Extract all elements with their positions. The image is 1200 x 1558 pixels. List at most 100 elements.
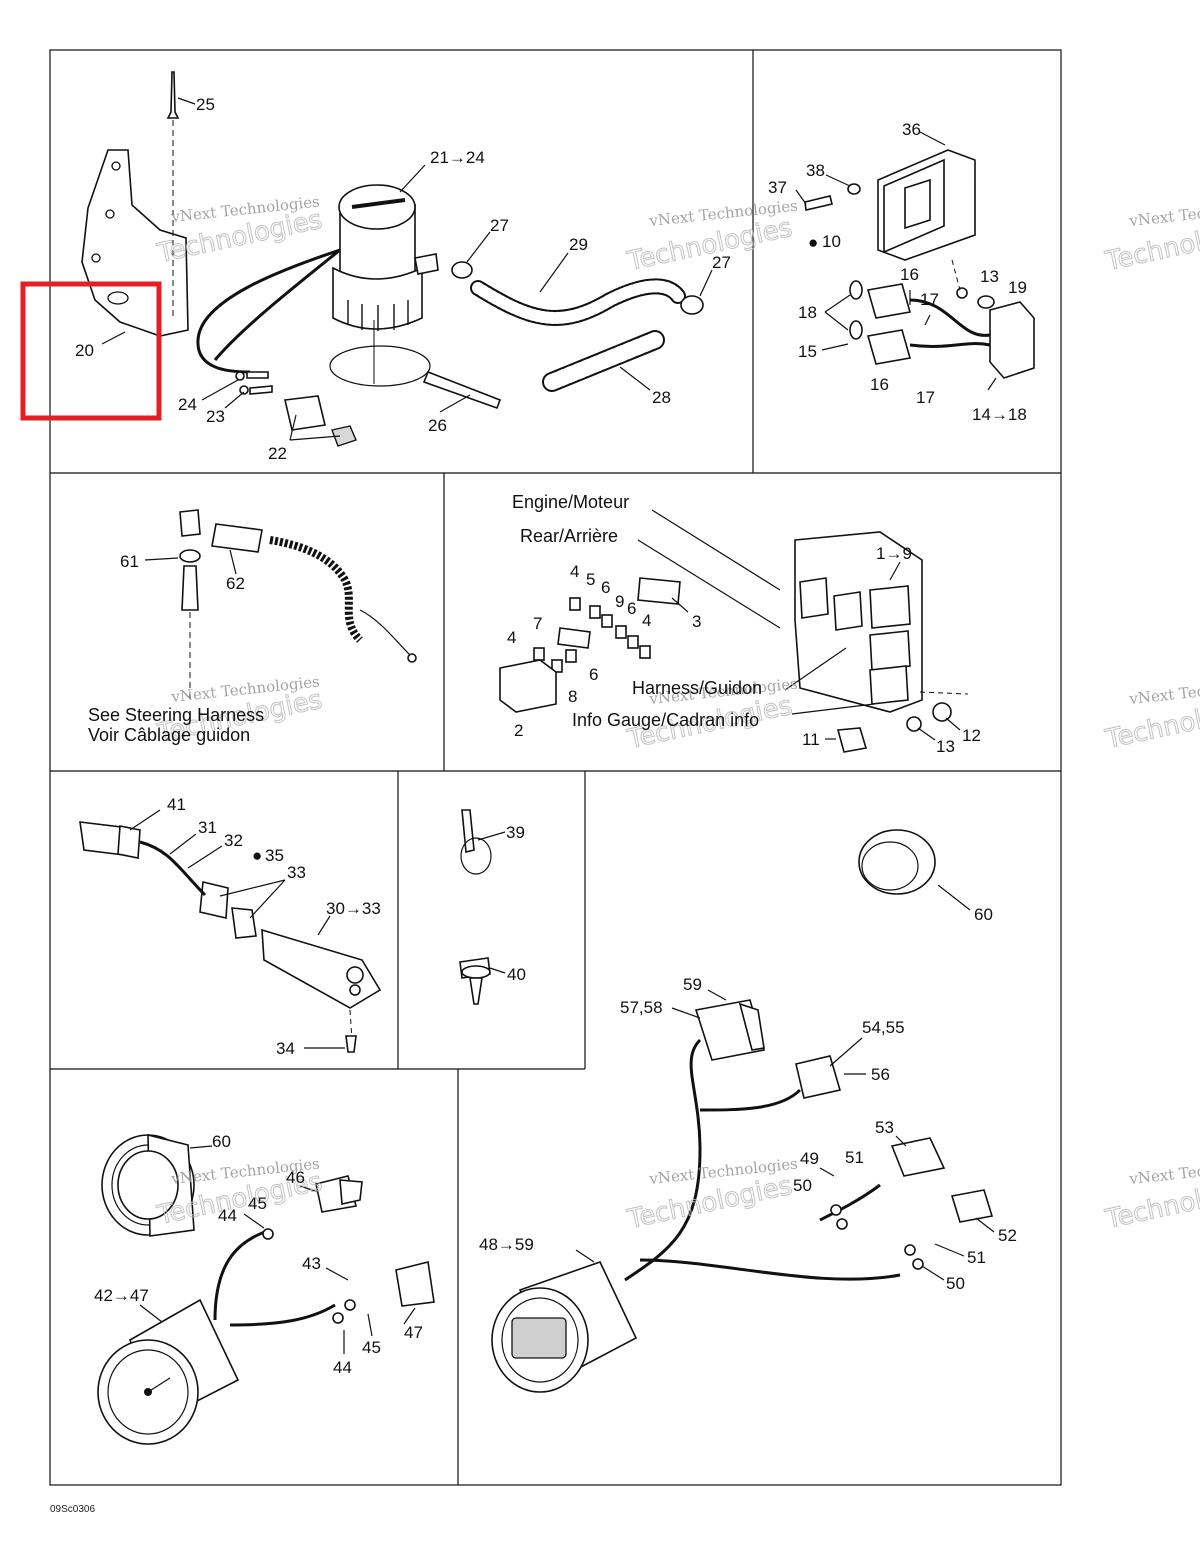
panel-mpem [499, 509, 969, 753]
callout-39: 39 [506, 823, 525, 842]
callout-51: 51 [845, 1148, 864, 1167]
callout-7: 7 [533, 614, 542, 633]
callout-46: 46 [286, 1168, 305, 1187]
bilge-pump-part-21-24 [332, 184, 439, 331]
callout-13: 13 [936, 737, 955, 756]
callout-11: 11 [802, 730, 820, 749]
callout-52: 52 [998, 1226, 1017, 1245]
callout-45: 45 [362, 1338, 381, 1357]
callout-33: 33 [287, 863, 306, 882]
callout-26: 26 [428, 416, 447, 435]
callout-1-9: 1→9 [876, 544, 912, 563]
highlight-box [20, 281, 162, 421]
callout-60: 60 [212, 1132, 231, 1151]
callout-5: 5 [586, 570, 595, 589]
callout-17: 17 [920, 290, 939, 309]
rivet-part-25 [166, 71, 180, 119]
callout-32: 32 [224, 831, 243, 850]
callout-60: 60 [974, 905, 993, 924]
callout-50: 50 [793, 1176, 812, 1195]
panel-lanyard [144, 509, 417, 700]
callout-30-33: 30→33 [326, 899, 381, 918]
info-gauge-note: Info Gauge/Cadran info [572, 710, 759, 730]
callout-29: 29 [569, 235, 588, 254]
callout-20: 20 [75, 341, 94, 360]
callout-40: 40 [507, 965, 526, 984]
callout-15: 15 [798, 342, 817, 361]
callout-36: 36 [902, 120, 921, 139]
callout-27: 27 [490, 216, 509, 235]
callout-59: 59 [683, 975, 702, 994]
watermark-text: vNext Technologies [1128, 1155, 1200, 1189]
callout-35: 35 [265, 846, 284, 865]
callout-10: 10 [822, 232, 841, 251]
callout-17: 17 [916, 388, 935, 407]
callout-19: 19 [1008, 278, 1027, 297]
callout-49: 49 [800, 1149, 819, 1168]
callout-6: 6 [627, 599, 636, 618]
callout-37: 37 [768, 178, 787, 197]
callout-27: 27 [712, 253, 731, 272]
callout-38: 38 [806, 161, 825, 180]
figure-code: 09Sc0306 [50, 1504, 95, 1515]
callout-42-47: 42→47 [94, 1286, 149, 1305]
watermark-text: vNext Technologies [1128, 197, 1200, 231]
panel-module-box [795, 131, 1035, 391]
callout-54-55: 54,55 [862, 1018, 905, 1037]
panel-frames [49, 49, 1062, 1486]
watermark-text: vNext Technologies [1128, 675, 1200, 709]
callout-51: 51 [967, 1248, 986, 1267]
callout-53: 53 [875, 1118, 894, 1137]
callout-45: 45 [248, 1194, 267, 1213]
panel-sensor [79, 809, 382, 1053]
steering-harness-note-fr: Voir Câblage guidon [88, 725, 250, 745]
callout-16: 16 [870, 375, 889, 394]
callout-61: 61 [120, 552, 139, 571]
callout-3: 3 [692, 612, 701, 631]
callout-14-18: 14→18 [972, 405, 1027, 424]
callout-labels: 25 20 21→24 27 29 27 28 26 22 24 23 36 3… [75, 95, 1027, 1377]
rear-note: Rear/Arrière [520, 526, 618, 546]
callout-25: 25 [196, 95, 215, 114]
callout-21-24: 21→24 [430, 148, 485, 167]
callout-34: 34 [276, 1039, 295, 1058]
callout-24: 24 [178, 395, 197, 414]
drop-icon: ● [252, 846, 262, 865]
callout-4: 4 [570, 562, 579, 581]
callout-22: 22 [268, 444, 287, 463]
callout-48-59: 48→59 [479, 1235, 534, 1254]
callout-2: 2 [514, 721, 523, 740]
callout-6: 6 [589, 665, 598, 684]
panel-fasteners [459, 809, 506, 1005]
steering-harness-note-en: See Steering Harness [88, 705, 264, 725]
panel-analog-gauge [97, 1133, 435, 1445]
panel-digital-gauge [491, 989, 995, 1393]
panel-bilge-pump [81, 71, 713, 447]
callout-47: 47 [404, 1323, 423, 1342]
harness-note: Harness/Guidon [632, 678, 762, 698]
callout-9: 9 [615, 592, 624, 611]
callout-12: 12 [962, 726, 981, 745]
callout-62: 62 [226, 574, 245, 593]
drop-icon: ● [808, 233, 818, 252]
callout-18: 18 [798, 303, 817, 322]
engine-note: Engine/Moteur [512, 492, 629, 512]
callout-41: 41 [167, 795, 186, 814]
callout-31: 31 [198, 818, 217, 837]
panel-ring [858, 829, 971, 911]
callout-16: 16 [900, 265, 919, 284]
callout-8: 8 [568, 687, 577, 706]
callout-44: 44 [218, 1206, 237, 1225]
callout-50: 50 [946, 1274, 965, 1293]
callout-57-58: 57,58 [620, 998, 663, 1017]
callout-4: 4 [642, 611, 651, 630]
callout-4: 4 [507, 628, 516, 647]
callout-28: 28 [652, 388, 671, 407]
callout-23: 23 [206, 407, 225, 426]
callout-44: 44 [333, 1358, 352, 1377]
callout-56: 56 [871, 1065, 890, 1084]
callout-6: 6 [601, 578, 610, 597]
callout-43: 43 [302, 1254, 321, 1273]
callout-13: 13 [980, 267, 999, 286]
